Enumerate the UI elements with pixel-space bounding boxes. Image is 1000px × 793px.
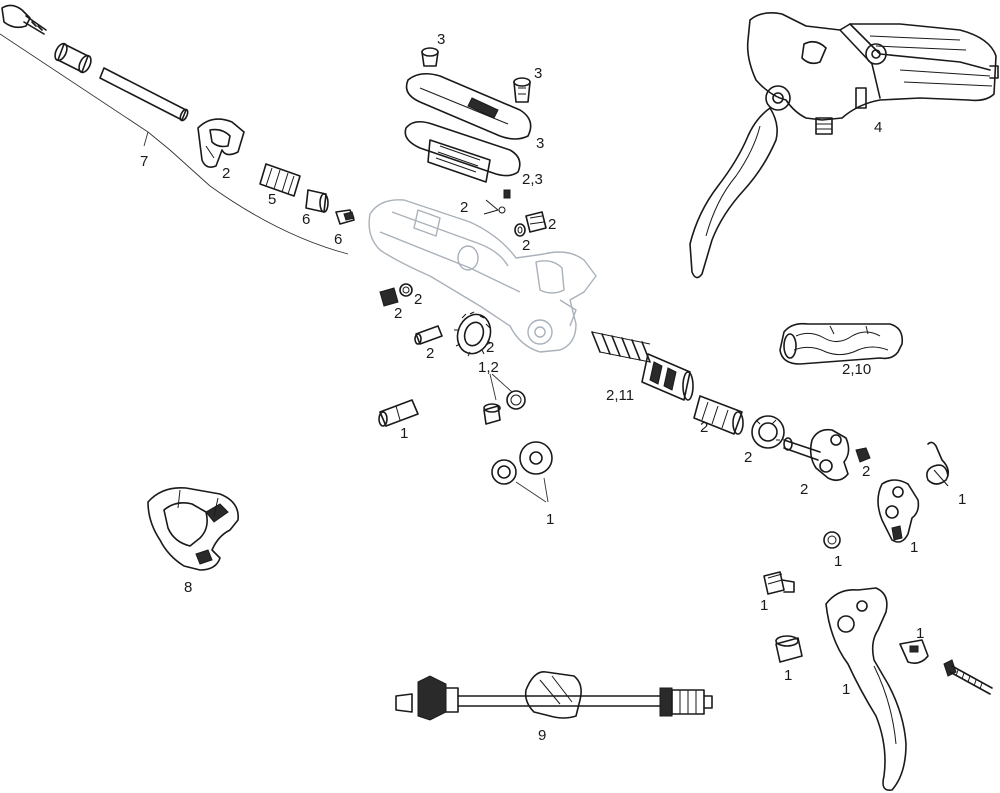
cam-link-part bbox=[809, 428, 850, 482]
part-labels: 3 3 3 2,3 2 2 2 7 2 5 6 6 4 2 2 2 2 1,2 … bbox=[140, 31, 966, 744]
bleed-adapter-part bbox=[395, 671, 713, 721]
bleed-screw-small-part bbox=[335, 209, 355, 225]
part-label: 1 bbox=[916, 625, 924, 642]
bleed-port-fitting-part bbox=[379, 283, 413, 307]
part-label: 1 bbox=[842, 681, 850, 698]
hose-tube-part bbox=[99, 67, 189, 122]
hose-insert-part bbox=[54, 42, 92, 74]
cam-bushing-part bbox=[751, 415, 785, 449]
part-label: 5 bbox=[268, 191, 276, 208]
carrier-washer-part bbox=[823, 531, 841, 549]
cover-screw-part bbox=[513, 77, 531, 103]
return-spring-part bbox=[591, 331, 651, 363]
hose-barb-part bbox=[197, 118, 245, 168]
part-label: 2,3 bbox=[522, 171, 543, 188]
part-label: 1 bbox=[910, 539, 918, 556]
pivot-pin-part bbox=[378, 399, 419, 427]
part-label: 3 bbox=[534, 65, 542, 82]
master-cylinder-body bbox=[368, 199, 597, 353]
washer-pair-part bbox=[491, 441, 553, 485]
lever-blade-part bbox=[779, 322, 904, 365]
piston-sleeve-part bbox=[693, 395, 744, 435]
part-label: 2 bbox=[426, 345, 434, 362]
part-label: 2 bbox=[522, 237, 530, 254]
part-label: 3 bbox=[536, 135, 544, 152]
hose-fitting-part bbox=[1, 4, 47, 35]
reservoir-diaphragm-part bbox=[404, 120, 521, 183]
part-label: 2 bbox=[414, 291, 422, 308]
reach-adjust-wheel-part bbox=[454, 311, 492, 357]
part-label: 4 bbox=[874, 119, 882, 136]
part-label: 2 bbox=[222, 165, 230, 182]
part-label: 1 bbox=[958, 491, 966, 508]
part-label: 2 bbox=[744, 449, 752, 466]
diaphragm-small-parts bbox=[483, 189, 511, 215]
bushing-pair-callout bbox=[489, 373, 513, 401]
part-label: 2 bbox=[394, 305, 402, 322]
lever-arm-part bbox=[825, 587, 907, 792]
olive-part bbox=[305, 189, 329, 213]
part-label: 2 bbox=[862, 463, 870, 480]
handlebar-clamp-part bbox=[147, 486, 239, 571]
cam-lock-part bbox=[899, 639, 929, 664]
part-label: 2 bbox=[700, 419, 708, 436]
part-label: 2,10 bbox=[842, 361, 871, 378]
part-label: 1 bbox=[834, 553, 842, 570]
washer-pair-callout bbox=[515, 477, 549, 503]
part-label: 2 bbox=[800, 481, 808, 498]
part-label: 1,2 bbox=[478, 359, 499, 376]
part-label: 2,11 bbox=[606, 387, 634, 404]
piston-part bbox=[641, 353, 694, 401]
part-label: 1 bbox=[784, 667, 792, 684]
part-label: 8 bbox=[184, 579, 192, 596]
set-screw-part bbox=[855, 447, 871, 463]
adjuster-knob-part bbox=[763, 571, 795, 595]
seal-fitting-part bbox=[525, 211, 547, 233]
reach-adjust-bolt-part bbox=[943, 659, 993, 695]
part-label: 7 bbox=[140, 153, 148, 170]
part-label: 2 bbox=[486, 339, 494, 356]
reservoir-cover-part bbox=[405, 72, 532, 140]
pushrod-part bbox=[783, 437, 821, 461]
part-label: 9 bbox=[538, 727, 546, 744]
barrel-nut-part bbox=[775, 635, 803, 663]
part-label: 3 bbox=[437, 31, 445, 48]
part-label: 1 bbox=[400, 425, 408, 442]
compression-nut-part bbox=[259, 163, 301, 197]
lever-carrier-part bbox=[877, 479, 920, 543]
part-label: 1 bbox=[546, 511, 554, 528]
pin-part bbox=[414, 325, 443, 345]
part-label: 1 bbox=[760, 597, 768, 614]
torsion-spring-part bbox=[926, 441, 950, 487]
hose-bracket-line bbox=[0, 33, 349, 255]
part-label: 6 bbox=[334, 231, 342, 248]
cover-screw-part bbox=[421, 47, 439, 67]
complete-lever-assembly bbox=[689, 12, 999, 279]
part-label: 2 bbox=[460, 199, 468, 216]
bushing-pair-part bbox=[483, 390, 526, 425]
part-label: 2 bbox=[548, 216, 556, 233]
part-label: 6 bbox=[302, 211, 310, 228]
o-ring-part bbox=[514, 223, 526, 237]
